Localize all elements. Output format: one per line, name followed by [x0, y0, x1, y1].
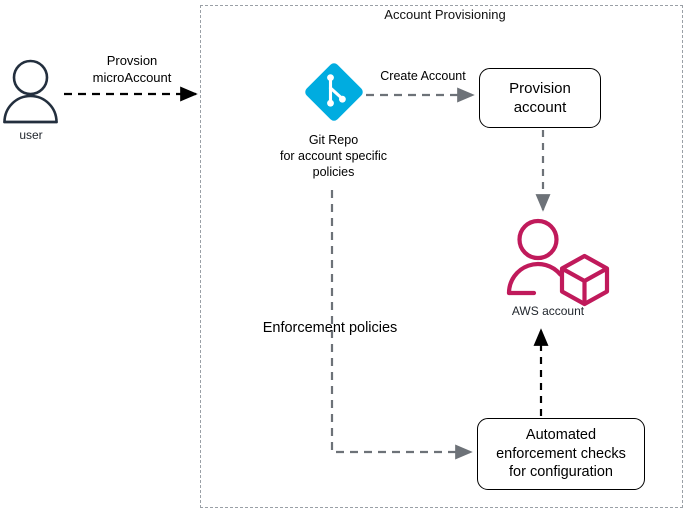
enforcement-checks-label: Automated enforcement checks for configu… [496, 426, 626, 481]
user-icon [3, 59, 58, 124]
enforcement-checks-box[interactable]: Automated enforcement checks for configu… [477, 418, 645, 490]
aws-account-label: AWS account [511, 304, 585, 318]
provision-account-label: Provision account [509, 79, 571, 117]
edge-label-provision-microaccount: Provsion microAccount [92, 53, 172, 85]
aws-account-icon [506, 218, 610, 307]
git-repo-label: Git Repo for account specific policies [280, 133, 387, 179]
user-label: user [19, 128, 43, 142]
edge-label-enforcement-policies: Enforcement policies [262, 320, 398, 336]
group-title: Account Provisioning [384, 7, 506, 22]
git-repo-icon [305, 63, 363, 121]
account-provisioning-group [200, 5, 683, 508]
provision-account-box[interactable]: Provision account [479, 68, 601, 128]
edge-label-create-account: Create Account [380, 69, 466, 83]
edge-git-to-checks [330, 190, 473, 460]
